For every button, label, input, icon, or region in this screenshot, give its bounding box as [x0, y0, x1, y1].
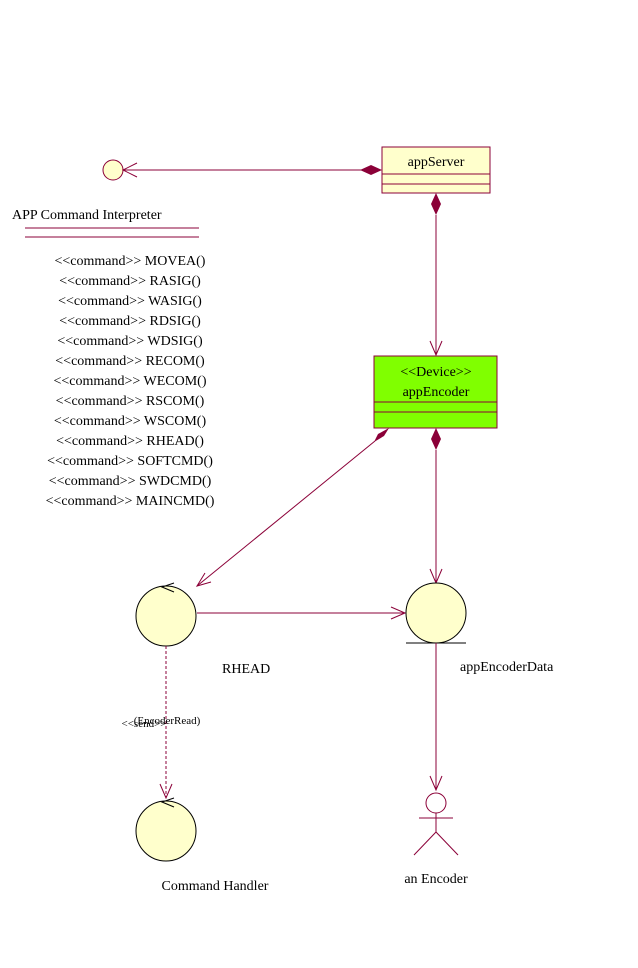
open-arrow-icon	[121, 162, 138, 178]
interface-operation: <<command>> WSCOM()	[54, 414, 207, 429]
actor-name: an Encoder	[404, 872, 468, 887]
class-app-encoder-name: appEncoder	[403, 385, 470, 400]
interface-operation: <<command>> WDSIG()	[57, 334, 203, 349]
send-stereotype: <<send>>	[122, 718, 167, 730]
class-app-server[interactable]: appServer	[381, 146, 491, 194]
interface-operations: <<command>> MOVEA() <<command>> RASIG() <<…	[46, 254, 215, 509]
control-command-handler[interactable]	[135, 797, 197, 862]
interface-operation: <<command>> RASIG()	[59, 274, 201, 289]
interface-operation: <<command>> MAINCMD()	[46, 494, 215, 509]
control-command-handler-name: Command Handler	[162, 879, 269, 894]
control-arrow-icon	[160, 582, 175, 593]
open-arrow-icon	[429, 340, 443, 357]
interface-operation: <<command>> SOFTCMD()	[47, 454, 213, 469]
class-app-server-name: appServer	[408, 155, 465, 170]
send-label: (EncoderRead)	[134, 715, 201, 727]
interface-operation: <<command>> MOVEA()	[55, 254, 206, 269]
composition-diamond-icon	[431, 428, 441, 450]
interface-operation: <<command>> SWDCMD()	[49, 474, 212, 489]
interface-operation: <<command>> RECOM()	[55, 354, 205, 369]
open-arrow-icon	[159, 783, 173, 800]
composition-diamond-icon	[360, 165, 382, 175]
class-app-encoder[interactable]: <<Device>> appEncoder	[373, 355, 498, 429]
composition-diamond-icon	[431, 193, 441, 215]
actor-an-encoder[interactable]	[413, 792, 459, 856]
encoder-rhead-link	[196, 440, 376, 587]
control-rhead[interactable]	[135, 582, 197, 647]
control-rhead-name: RHEAD	[222, 662, 270, 677]
interface-name: APP Command Interpreter	[12, 208, 162, 223]
entity-app-encoder-data[interactable]	[405, 582, 467, 644]
actor-head-icon	[425, 792, 447, 814]
class-app-encoder-stereotype: <<Device>>	[400, 365, 471, 380]
open-arrow-icon	[195, 572, 212, 587]
interface-operation: <<command>> WASIG()	[58, 294, 202, 309]
interface-operation: <<command>> RSCOM()	[56, 394, 205, 409]
open-arrow-icon	[390, 606, 407, 620]
open-arrow-icon	[429, 775, 443, 792]
interface-circle[interactable]	[102, 159, 124, 181]
interface-operation: <<command>> WECOM()	[53, 374, 206, 389]
composition-diamond-icon	[374, 428, 389, 442]
interface-operation: <<command>> RHEAD()	[56, 434, 204, 449]
control-arrow-icon	[160, 797, 175, 808]
interface-operation: <<command>> RDSIG()	[59, 314, 201, 329]
entity-name: appEncoderData	[460, 660, 554, 675]
